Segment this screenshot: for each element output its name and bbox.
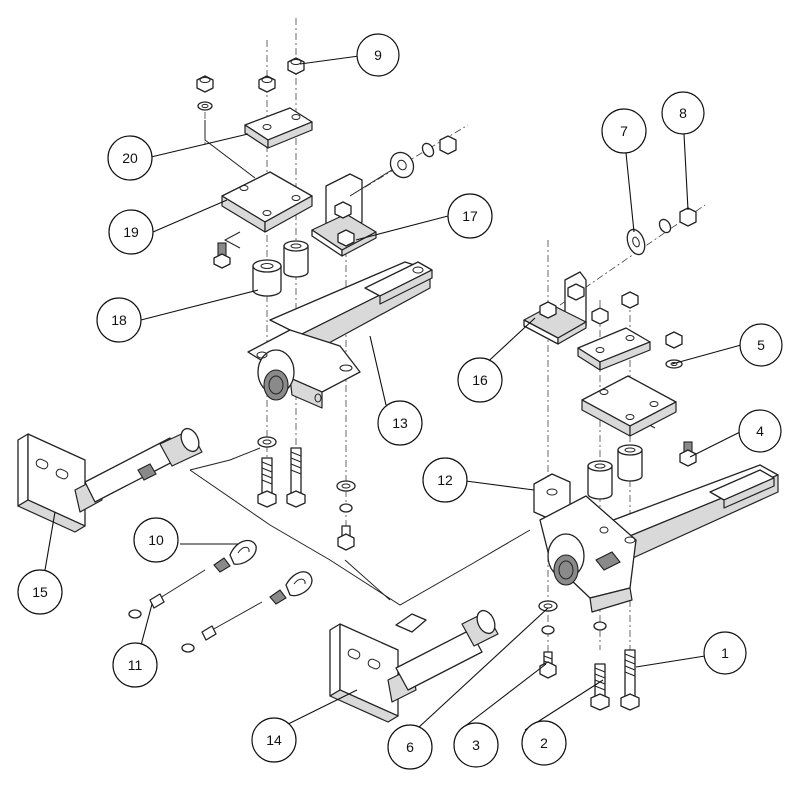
part-13-frame	[247, 261, 433, 409]
nut-right-far	[665, 331, 683, 349]
bolt-left-b	[286, 447, 306, 508]
part-6-washer	[538, 600, 558, 612]
svg-text:4: 4	[756, 423, 764, 439]
washer-center-a	[336, 480, 356, 492]
svg-text:3: 3	[472, 737, 480, 753]
part-9-nut-top	[287, 57, 305, 75]
svg-text:16: 16	[472, 372, 488, 388]
nut-right-upper	[621, 291, 639, 309]
svg-text:8: 8	[679, 105, 687, 121]
svg-text:13: 13	[392, 415, 408, 431]
balloon-4: 4	[738, 409, 782, 453]
part-18-spacer-front	[252, 259, 282, 297]
part-17-hardware	[349, 135, 457, 197]
washer-far-left	[197, 101, 213, 111]
part-1-bolt	[620, 649, 640, 711]
balloon-14: 14	[251, 717, 297, 763]
part-2-bolt	[590, 663, 610, 711]
balloon-3: 3	[453, 722, 499, 768]
bolt-center-a	[337, 525, 355, 551]
svg-text:20: 20	[122, 150, 138, 166]
svg-text:7: 7	[620, 123, 628, 139]
plate-right-lower	[581, 375, 677, 437]
balloon-20: 20	[107, 135, 153, 181]
nut-far-left	[196, 75, 214, 93]
part-14-mount	[329, 609, 499, 723]
spacer-rear	[283, 240, 309, 278]
spacer-right-rear	[617, 444, 643, 482]
leader-lines	[44, 55, 743, 731]
plate-right-upper	[577, 327, 651, 371]
balloon-15: 15	[17, 569, 63, 615]
washer-left-lower-a	[257, 436, 277, 448]
svg-text:15: 15	[32, 584, 48, 600]
bolt-small-left	[213, 242, 231, 269]
svg-text:5: 5	[757, 337, 765, 353]
svg-text:19: 19	[123, 224, 139, 240]
nut-left-upper	[258, 75, 276, 93]
svg-text:12: 12	[437, 472, 453, 488]
balloon-8: 8	[661, 91, 705, 135]
svg-text:18: 18	[111, 312, 127, 328]
svg-text:9: 9	[374, 47, 382, 63]
lockwasher-right-upper	[658, 218, 672, 234]
part-12-frame	[533, 464, 779, 613]
callout-balloons: 1 2 3 4 5 6 7 8 9 10 11 12 13 14 15 16 1…	[17, 33, 783, 770]
balloon-18: 18	[96, 297, 142, 343]
cable-routing-lines	[189, 447, 531, 606]
lockwasher-right-mid	[593, 621, 607, 631]
part-19-plate	[221, 171, 313, 233]
part-4-bolt	[679, 441, 697, 467]
part-8-nut	[679, 207, 697, 227]
svg-text:11: 11	[128, 657, 143, 673]
balloon-10: 10	[133, 517, 179, 563]
part-16-bracket	[523, 271, 587, 345]
balloon-12: 12	[422, 457, 468, 503]
svg-text:2: 2	[540, 735, 548, 751]
balloon-1: 1	[703, 631, 747, 675]
part-11-cable-right	[181, 571, 313, 653]
lockwasher-right-lower	[541, 625, 555, 635]
lockwasher-center-a	[339, 503, 353, 513]
part-20-plate	[244, 107, 313, 149]
bolt-left-a	[257, 457, 277, 508]
svg-text:6: 6	[406, 739, 414, 755]
svg-text:17: 17	[462, 208, 478, 224]
part-3-bolt	[539, 651, 557, 679]
balloon-9: 9	[356, 33, 400, 77]
svg-text:14: 14	[266, 732, 282, 748]
balloon-13: 13	[377, 400, 423, 446]
balloon-19: 19	[108, 209, 154, 255]
balloon-7: 7	[601, 108, 647, 154]
svg-text:1: 1	[721, 645, 729, 661]
nut-right-upper-b	[591, 307, 609, 325]
svg-text:10: 10	[148, 532, 164, 548]
balloon-5: 5	[739, 323, 783, 367]
part-15-mount	[17, 427, 203, 533]
balloon-2: 2	[521, 720, 567, 766]
spacer-right-front	[587, 460, 613, 500]
balloon-17: 17	[447, 193, 493, 239]
balloon-6: 6	[387, 724, 433, 770]
balloon-11: 11	[112, 642, 158, 688]
part-7-washer	[626, 228, 646, 256]
part-10-cable-left	[128, 539, 257, 619]
balloon-16: 16	[457, 357, 503, 403]
